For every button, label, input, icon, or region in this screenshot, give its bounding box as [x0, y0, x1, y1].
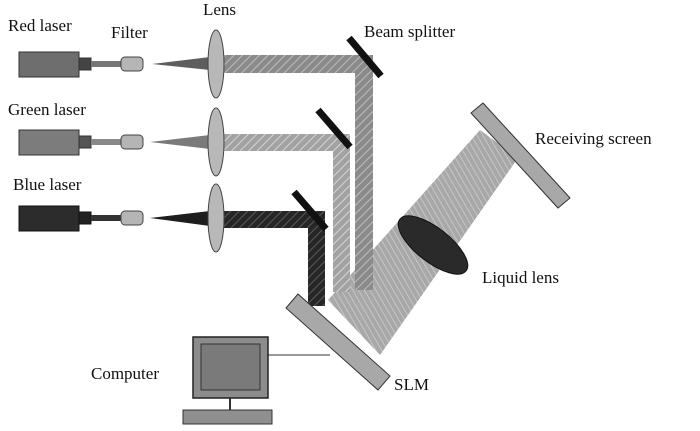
slm-label: SLM: [394, 375, 429, 394]
mirror-blue: [291, 189, 329, 232]
red-filter: [120, 56, 144, 72]
computer-label: Computer: [91, 364, 159, 383]
blue-filter: [120, 210, 144, 226]
beam-splitter-label: Beam splitter: [364, 22, 455, 41]
slm-panel: [285, 293, 391, 391]
green-laser-label: Green laser: [8, 100, 86, 119]
computer-keyboard: [182, 409, 273, 425]
receiving-screen-label: Receiving screen: [535, 129, 652, 148]
lens-label: Lens: [203, 0, 236, 19]
beam-splitter-green: [315, 107, 353, 150]
beam-splitter-red: [346, 35, 384, 79]
blue-lens: [207, 183, 225, 253]
red-beam: [152, 55, 373, 290]
blue-beam: [150, 211, 325, 306]
green-lens: [207, 107, 225, 177]
green-beam: [150, 134, 350, 292]
green-filter: [120, 134, 144, 150]
red-laser-label: Red laser: [8, 16, 72, 35]
liquid-lens-label: Liquid lens: [482, 268, 559, 287]
green-laser: [18, 129, 121, 156]
computer: [182, 336, 330, 425]
red-lens: [207, 29, 225, 99]
red-laser: [18, 51, 121, 78]
liquid-lens: [397, 215, 469, 275]
blue-laser-label: Blue laser: [13, 175, 82, 194]
blue-laser: [18, 205, 121, 232]
filter-label: Filter: [111, 23, 148, 42]
receiving-screen: [470, 102, 571, 209]
